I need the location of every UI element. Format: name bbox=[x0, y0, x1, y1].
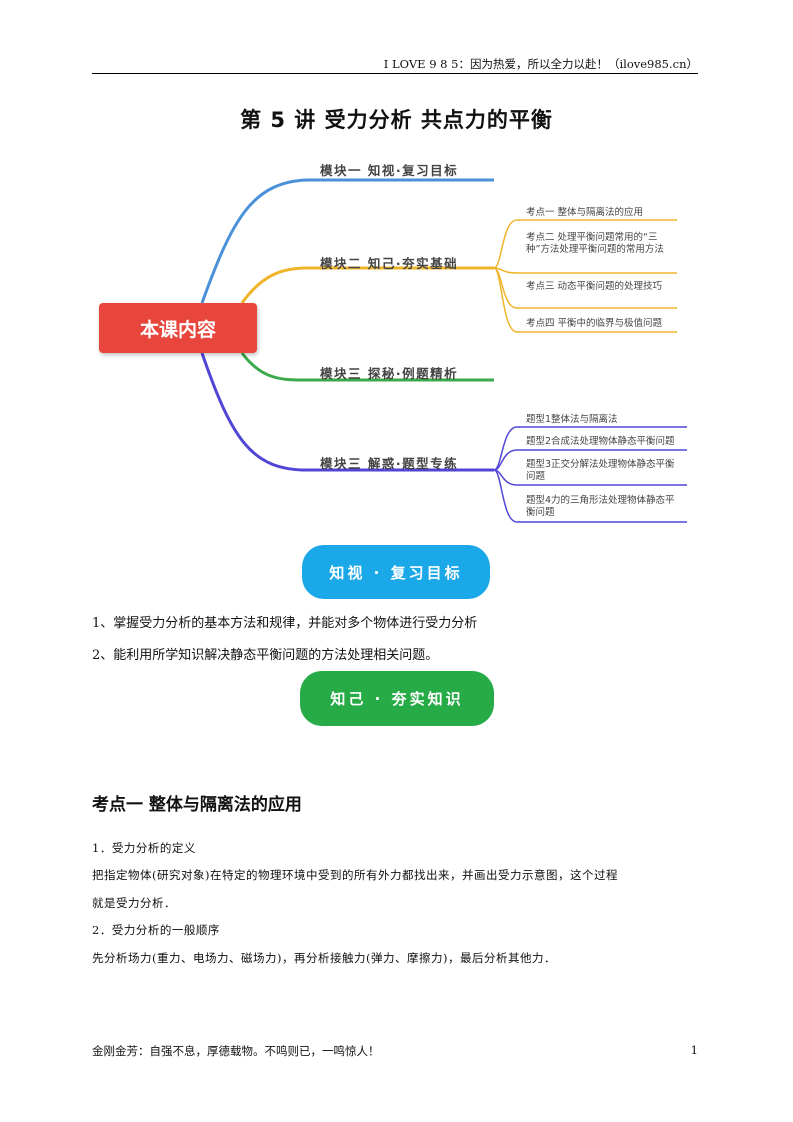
sub-line-4-2 bbox=[493, 449, 687, 471]
sub-node-2-4: 考点四 平衡中的临界与极值问题 bbox=[526, 318, 663, 329]
sub-node-2-3: 考点三 动态平衡问题的处理技巧 bbox=[526, 281, 663, 292]
header-rule bbox=[92, 73, 698, 74]
body-line-1: 1．受力分析的定义 bbox=[92, 841, 196, 855]
sub-node-4-1: 题型1整体法与隔离法 bbox=[526, 414, 618, 425]
section-heading: 考点一 整体与隔离法的应用 bbox=[92, 795, 302, 815]
page-footer: 金刚金芳：自强不息，厚德载物。不鸣则已，一鸣惊人！ bbox=[92, 1044, 380, 1058]
branch-3-label: 模块三 探秘·例题精析 bbox=[320, 366, 459, 381]
body-line-3: 就是受力分析． bbox=[92, 896, 176, 910]
branch-4-label: 模块三 解惑·题型专练 bbox=[320, 456, 459, 471]
objective-1: 1、掌握受力分析的基本方法和规律，并能对多个物体进行受力分析 bbox=[92, 616, 478, 631]
sub-line-2-1 bbox=[493, 219, 677, 269]
review-goals-banner: 知视 · 复习目标 bbox=[302, 545, 490, 599]
sub-node-4-2: 题型2合成法处理物体静态平衡问题 bbox=[526, 436, 675, 447]
objective-2: 2、能利用所学知识解决静态平衡问题的方法处理相关问题。 bbox=[92, 648, 439, 663]
sub-node-4-3: 题型3正交分解法处理物体静态平衡问题 bbox=[526, 459, 675, 482]
sub-line-4-4 bbox=[493, 469, 687, 523]
sub-line-2-2 bbox=[493, 267, 677, 274]
branch-2-line bbox=[240, 266, 494, 304]
mindmap-center-node: 本课内容 bbox=[99, 303, 257, 353]
sub-node-2-1: 考点一 整体与隔离法的应用 bbox=[526, 207, 644, 218]
sub-node-2-2: 考点二 处理平衡问题常用的“三种”方法处理平衡问题的常用方法 bbox=[526, 232, 664, 255]
branch-2-label: 模块二 知己·夯实基础 bbox=[320, 256, 459, 271]
page-number: 1 bbox=[690, 1043, 698, 1057]
body-line-4: 2．受力分析的一般顺序 bbox=[92, 923, 220, 937]
body-line-2: 把指定物体(研究对象)在特定的物理环境中受到的所有外力都找出来，并画出受力示意图… bbox=[92, 868, 618, 882]
branch-3-line bbox=[240, 352, 494, 382]
branch-1-line bbox=[200, 178, 494, 304]
foundation-knowledge-banner: 知己 · 夯实知识 bbox=[300, 671, 494, 726]
mindmap: 本课内容 模块一 知视·复习目标 模块二 知己·夯实基础 模块三 探秘·例题精析… bbox=[92, 140, 698, 530]
page-title: 第 5 讲 受力分析 共点力的平衡 bbox=[240, 108, 553, 132]
branch-4-line bbox=[200, 352, 494, 472]
sub-node-4-4: 题型4力的三角形法处理物体静态平衡问题 bbox=[526, 495, 675, 518]
body-line-5: 先分析场力(重力、电场力、磁场力)，再分析接触力(弹力、摩擦力)，最后分析其他力… bbox=[92, 951, 556, 965]
branch-1-label: 模块一 知视·复习目标 bbox=[320, 163, 459, 178]
sub-line-2-4 bbox=[493, 267, 677, 333]
page-header: I LOVE 9 8 5：因为热爱，所以全力以赴！（ilove985.cn） bbox=[383, 57, 698, 71]
mindmap-connectors bbox=[200, 178, 687, 523]
